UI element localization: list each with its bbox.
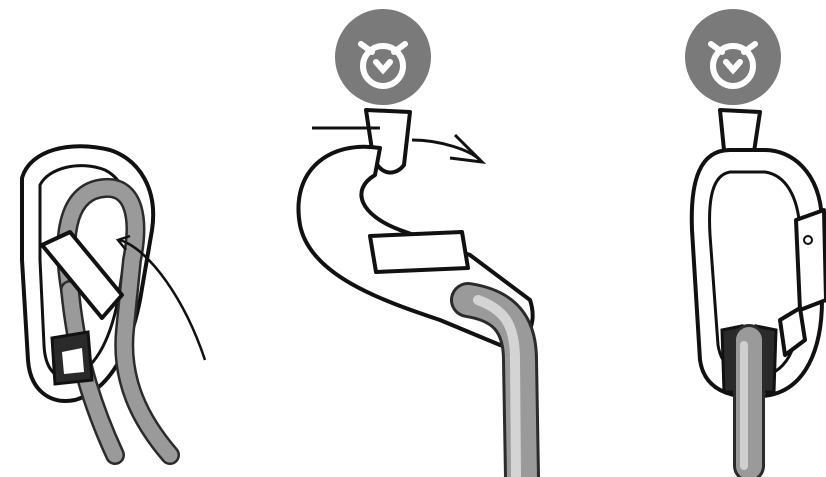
rotation-arrow-head bbox=[450, 135, 482, 162]
gate-block-slot bbox=[62, 348, 84, 374]
panel-2 bbox=[298, 9, 532, 477]
panel-1 bbox=[22, 146, 205, 455]
gate-pin bbox=[804, 236, 812, 244]
anchor-badge bbox=[685, 9, 781, 105]
gate-sleeve bbox=[370, 232, 468, 272]
gate-sleeve bbox=[796, 210, 826, 310]
panel-3 bbox=[685, 9, 826, 466]
anchor-badge bbox=[335, 9, 431, 105]
